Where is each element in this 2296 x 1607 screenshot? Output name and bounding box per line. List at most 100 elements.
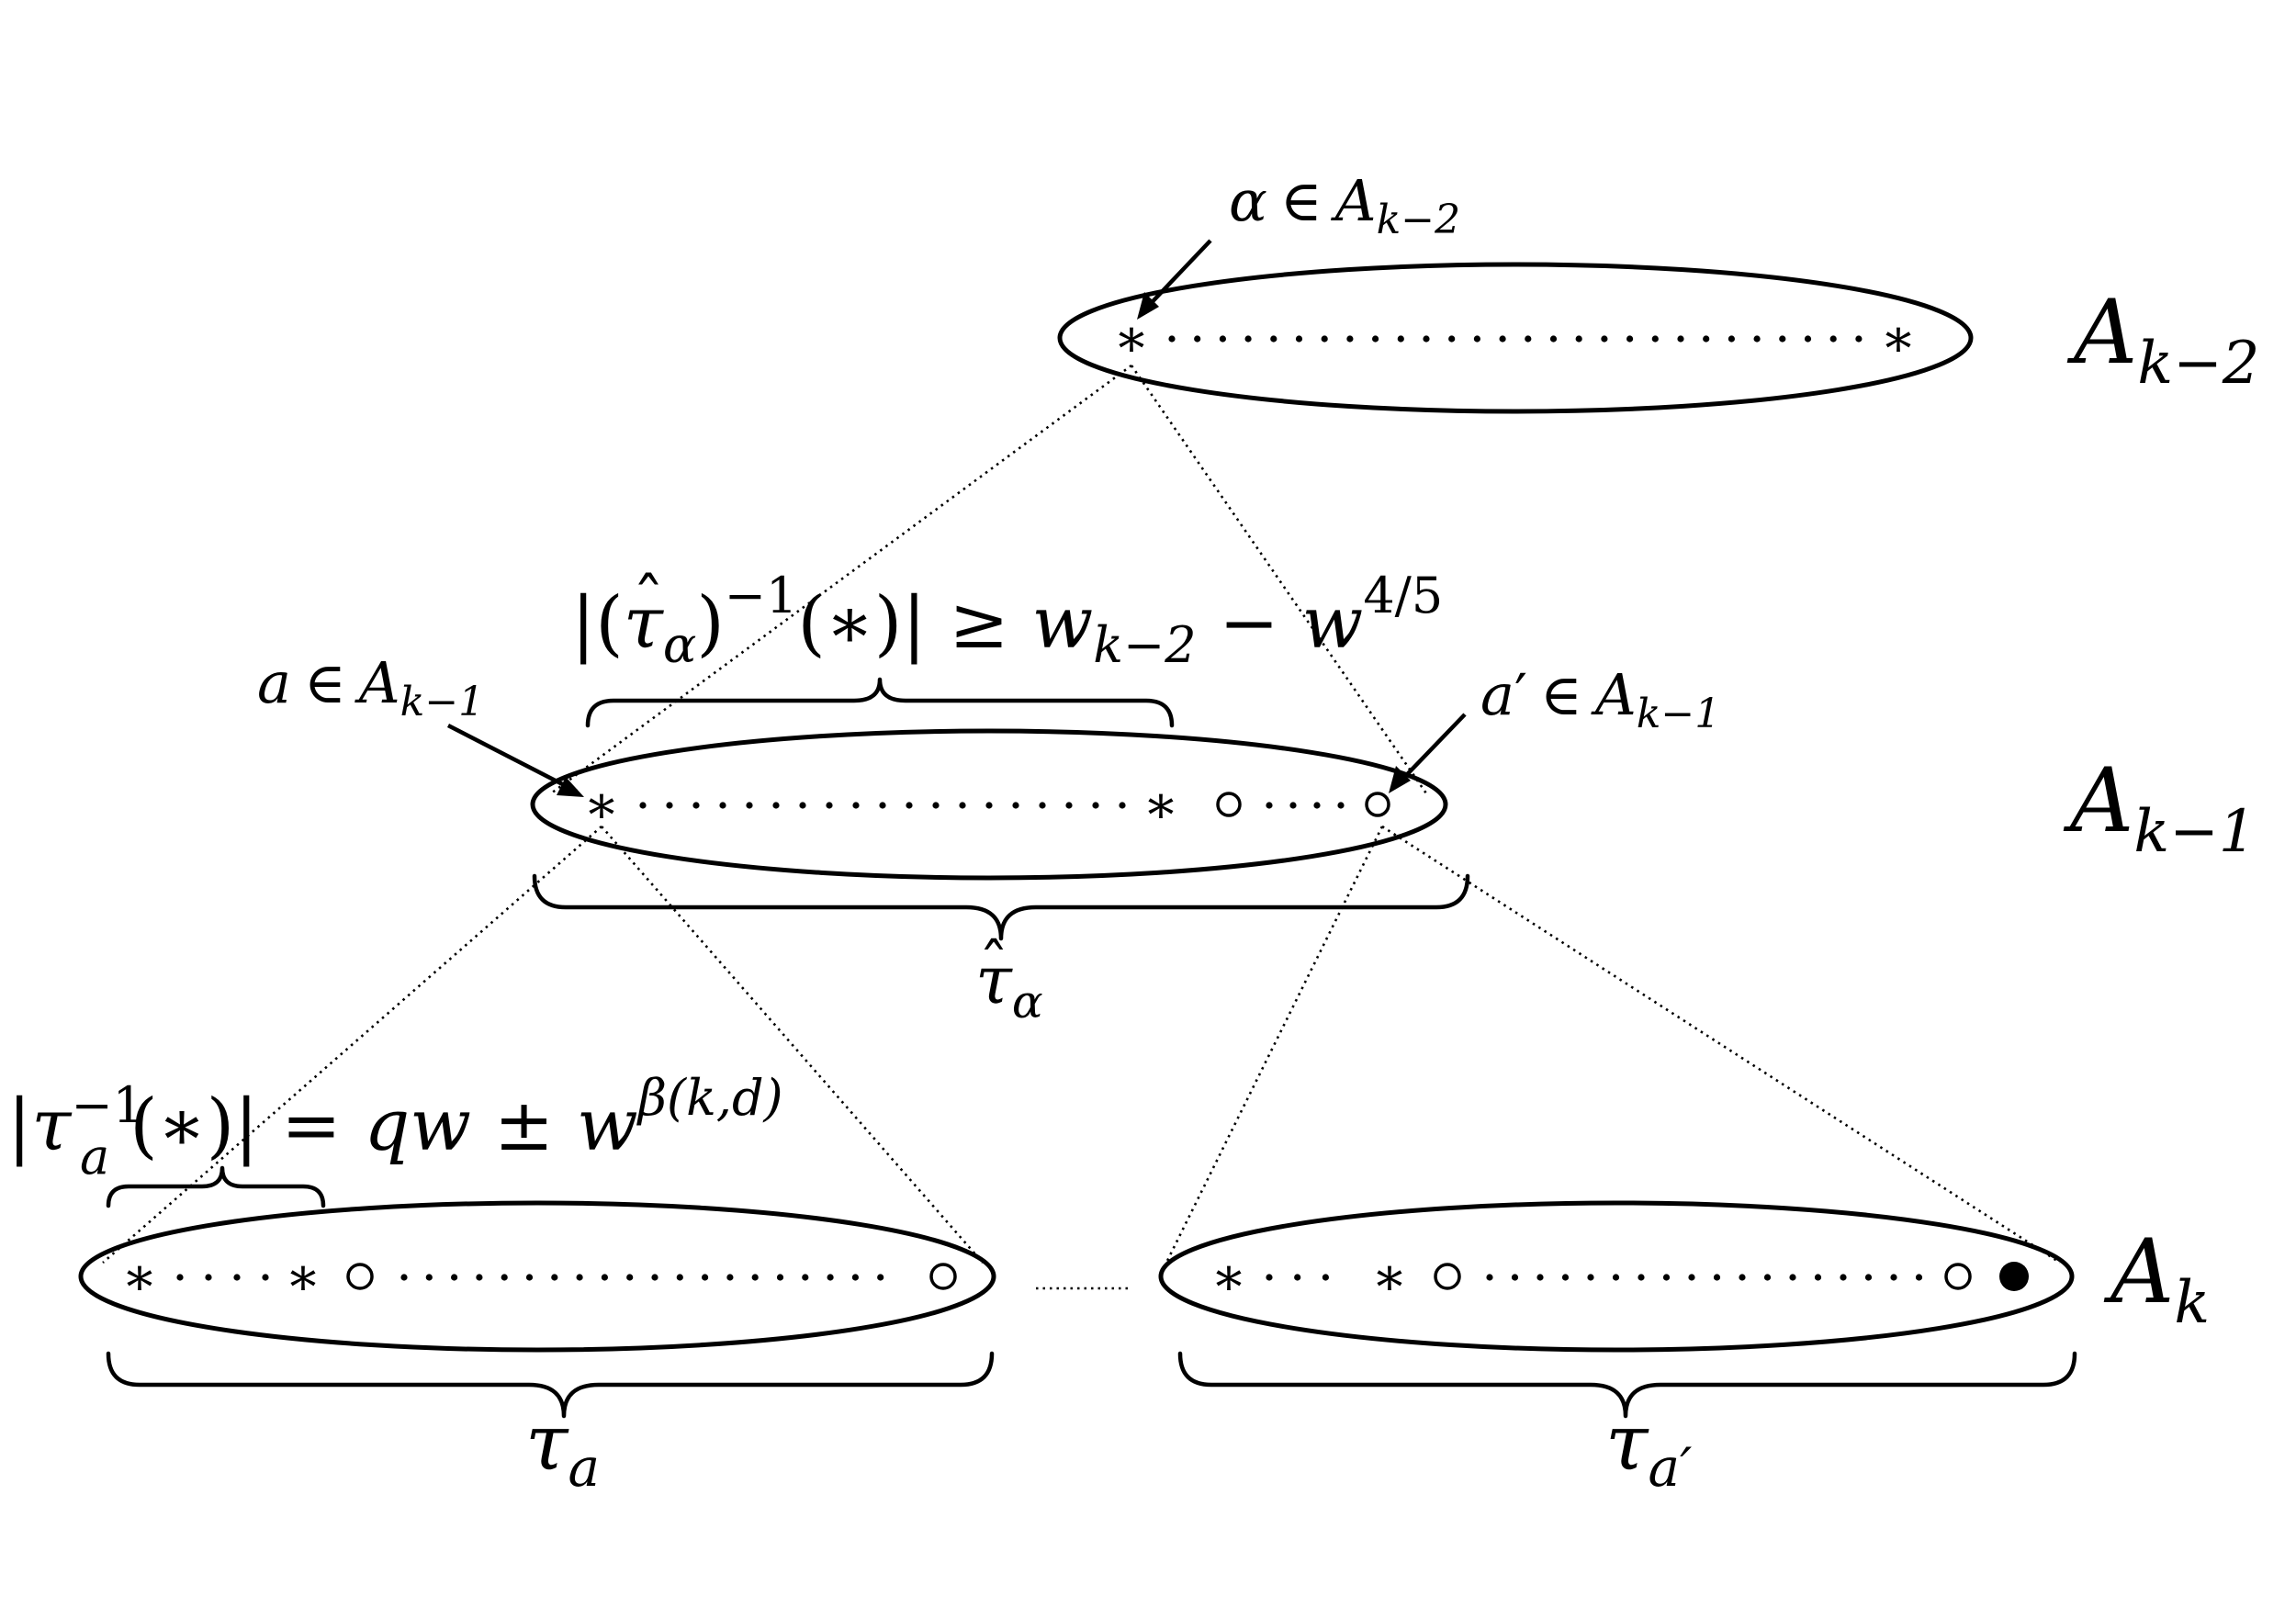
dot-row-bl-a: [176, 1274, 269, 1281]
dot: [262, 1274, 269, 1281]
dot: [1012, 802, 1019, 809]
dot: [551, 1274, 558, 1281]
open-circle: [346, 1263, 374, 1290]
annotation-aprime: a′∈Ak−1: [1480, 661, 1720, 737]
dot: [1270, 335, 1277, 343]
dot: [1662, 1274, 1671, 1281]
dot-row-bl-b: [400, 1274, 884, 1281]
dot: [1753, 335, 1761, 343]
dot: [1525, 335, 1532, 343]
open-circle: [1365, 792, 1390, 817]
dot: [826, 802, 833, 809]
dot: [400, 1274, 408, 1281]
row-k-2-elements: ∗ ∗: [1113, 307, 1916, 369]
dot: [651, 1274, 658, 1281]
dot: [1244, 335, 1252, 343]
set-ellipse-k-right: [1158, 1200, 2075, 1353]
formula-top-text: |(τα)−1(∗)| ≥ wk−2 − w4/5: [571, 567, 1443, 674]
dot: [1219, 335, 1226, 343]
star-marker: ∗: [583, 773, 619, 836]
formula-top-preimage: |(τα)−1(∗)| ≥ wk−2 − w4/5 ˆ: [571, 565, 1443, 674]
dot: [1536, 1274, 1544, 1281]
dot: [233, 1274, 241, 1281]
dot: [1372, 335, 1379, 343]
dot: [1346, 335, 1354, 343]
dot: [1295, 335, 1303, 343]
label-tau-aprime: τa′: [1605, 1398, 1692, 1499]
dot: [1499, 335, 1506, 343]
dot: [1266, 1274, 1273, 1281]
dot: [1119, 802, 1126, 809]
dot: [1626, 335, 1634, 343]
cone-line-top-left: [550, 364, 1132, 795]
dot: [1651, 335, 1659, 343]
star-marker: ∗: [1210, 1245, 1246, 1308]
dot: [1092, 802, 1099, 809]
dot: [1448, 335, 1456, 343]
dot: [1294, 1274, 1301, 1281]
annotation-alpha: α∈Ak−2: [1229, 167, 1460, 243]
dot: [1864, 1274, 1873, 1281]
dot: [176, 1274, 184, 1281]
dot: [1065, 802, 1073, 809]
hat-accent: ˆ: [979, 931, 1009, 1002]
open-circle: [1944, 1263, 1972, 1290]
star-marker: ∗: [121, 1245, 157, 1308]
star-marker: ∗: [1142, 773, 1178, 836]
dot: [1397, 335, 1404, 343]
dot: [205, 1274, 212, 1281]
dot: [1677, 335, 1684, 343]
dot: [719, 802, 726, 809]
dot: [1890, 1274, 1897, 1281]
brace-bottom-preimage: [106, 1165, 326, 1208]
level-label-k-1: Ak−1: [2063, 749, 2256, 866]
arrows: [446, 239, 1467, 797]
dot: [476, 1274, 483, 1281]
dot: [1804, 335, 1812, 343]
dot: [1789, 1274, 1796, 1281]
dot: [1473, 335, 1480, 343]
dot: [1194, 335, 1201, 343]
hat-accent: ˆ: [633, 565, 665, 640]
arrow-aprime-head: [1389, 766, 1411, 793]
dot: [1561, 1274, 1570, 1281]
label-tau-alpha-hat: ˆ τα: [975, 931, 1043, 1028]
dot: [1575, 335, 1582, 343]
level-label-k-2: Ak−2: [2066, 281, 2259, 398]
open-circle: [929, 1263, 957, 1290]
dot: [692, 802, 700, 809]
arrow-a-head: [557, 777, 584, 797]
dot: [1587, 1274, 1594, 1281]
dot: [451, 1274, 458, 1281]
arrow-alpha-head: [1137, 292, 1159, 320]
dot: [1168, 335, 1176, 343]
set-ellipse-k-2: [1057, 262, 1974, 414]
row-k-left-elements: ∗ ∗: [121, 1245, 957, 1308]
dot: [1511, 1274, 1519, 1281]
dot: [852, 802, 860, 809]
dot: [525, 1274, 534, 1281]
open-circle: [1216, 792, 1242, 817]
dot: [1728, 335, 1735, 343]
row-k-1-elements: ∗ ∗: [583, 773, 1390, 836]
brace-top-preimage: [585, 677, 1175, 728]
dot: [626, 1274, 634, 1281]
dot: [906, 802, 913, 809]
row-k-right-elements: ∗ ∗: [1210, 1245, 2029, 1308]
label-tau-a: τa: [525, 1398, 600, 1499]
dot: [1840, 1274, 1847, 1281]
dot: [1423, 335, 1430, 343]
dot: [1829, 335, 1837, 343]
dot: [1855, 335, 1863, 343]
dot: [1289, 802, 1297, 809]
dot: [666, 802, 673, 809]
brace-tau-alpha-hat: [532, 873, 1470, 941]
brace-tau-a: [106, 1351, 995, 1419]
dot: [639, 802, 647, 809]
dot: [1039, 802, 1046, 809]
dot: [746, 802, 753, 809]
dot-row-mid-b: [1266, 802, 1345, 809]
dot: [1814, 1274, 1822, 1281]
dot: [1915, 1274, 1923, 1281]
